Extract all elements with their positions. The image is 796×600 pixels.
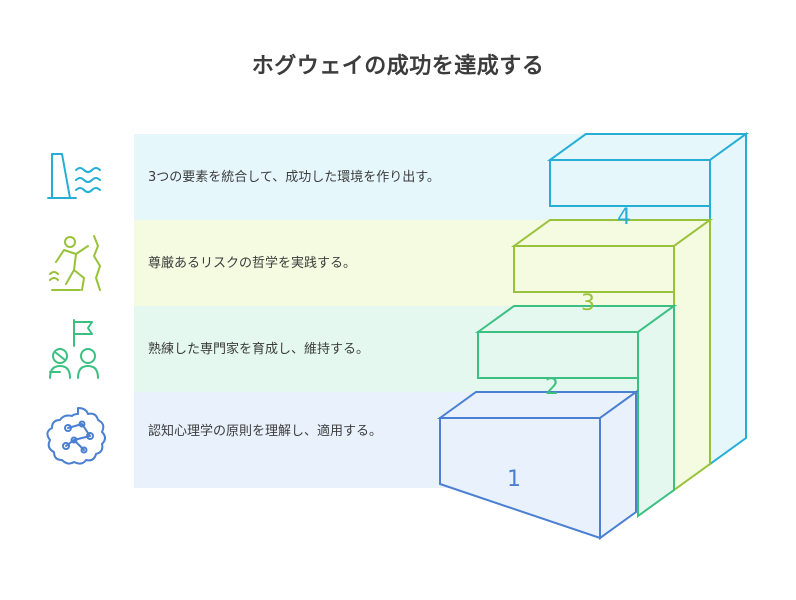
step-4-block [546, 132, 750, 466]
step-2-number: 2 [545, 375, 559, 400]
step-4-text: 3つの要素を統合して、成功した環境を作り出す。 [148, 170, 440, 185]
diagram-title: ホグウェイの成功を達成する [251, 54, 545, 79]
team-flag-icon [46, 316, 110, 386]
climber-icon [46, 232, 110, 298]
step-3-block [510, 218, 714, 492]
step-2-block [474, 304, 678, 518]
step-4-number: 4 [617, 205, 631, 230]
step-3-text: 尊厳あるリスクの哲学を実践する。 [148, 256, 357, 271]
brain-icon [46, 404, 110, 472]
dam-water-icon [46, 150, 110, 208]
step-1-block [436, 390, 640, 540]
step-1-text: 認知心理学の原則を理解し、適用する。 [148, 424, 383, 439]
step-1-number: 1 [507, 467, 521, 492]
step-3-number: 3 [581, 291, 595, 316]
step-2-text: 熟練した専門家を育成し、維持する。 [148, 342, 370, 357]
